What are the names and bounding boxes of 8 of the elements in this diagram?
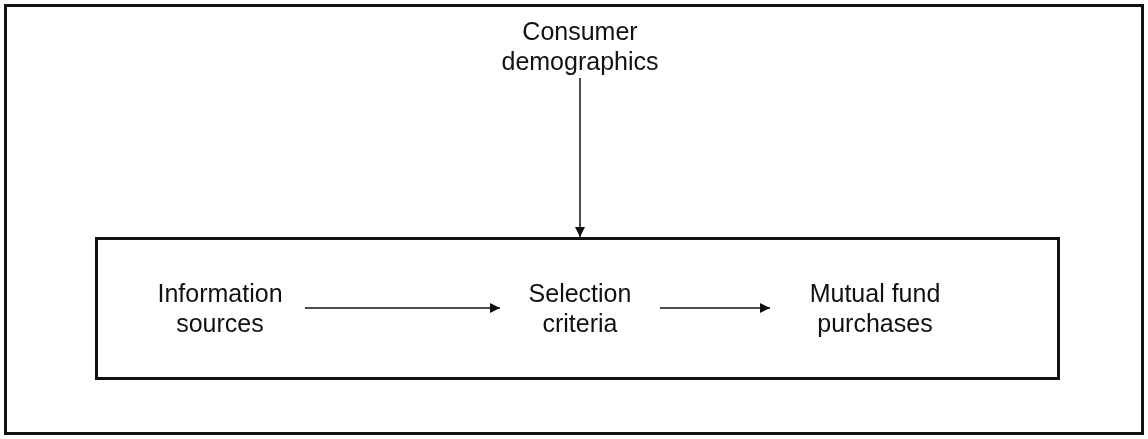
node-label: Consumer demographics	[500, 16, 660, 76]
node-label: Information sources	[156, 278, 284, 338]
node-label: Selection criteria	[527, 278, 633, 338]
arrow	[659, 303, 771, 313]
node-label: Mutual fund purchases	[808, 278, 942, 338]
process-box	[95, 237, 1060, 380]
arrow	[304, 303, 501, 313]
arrow	[575, 77, 585, 238]
